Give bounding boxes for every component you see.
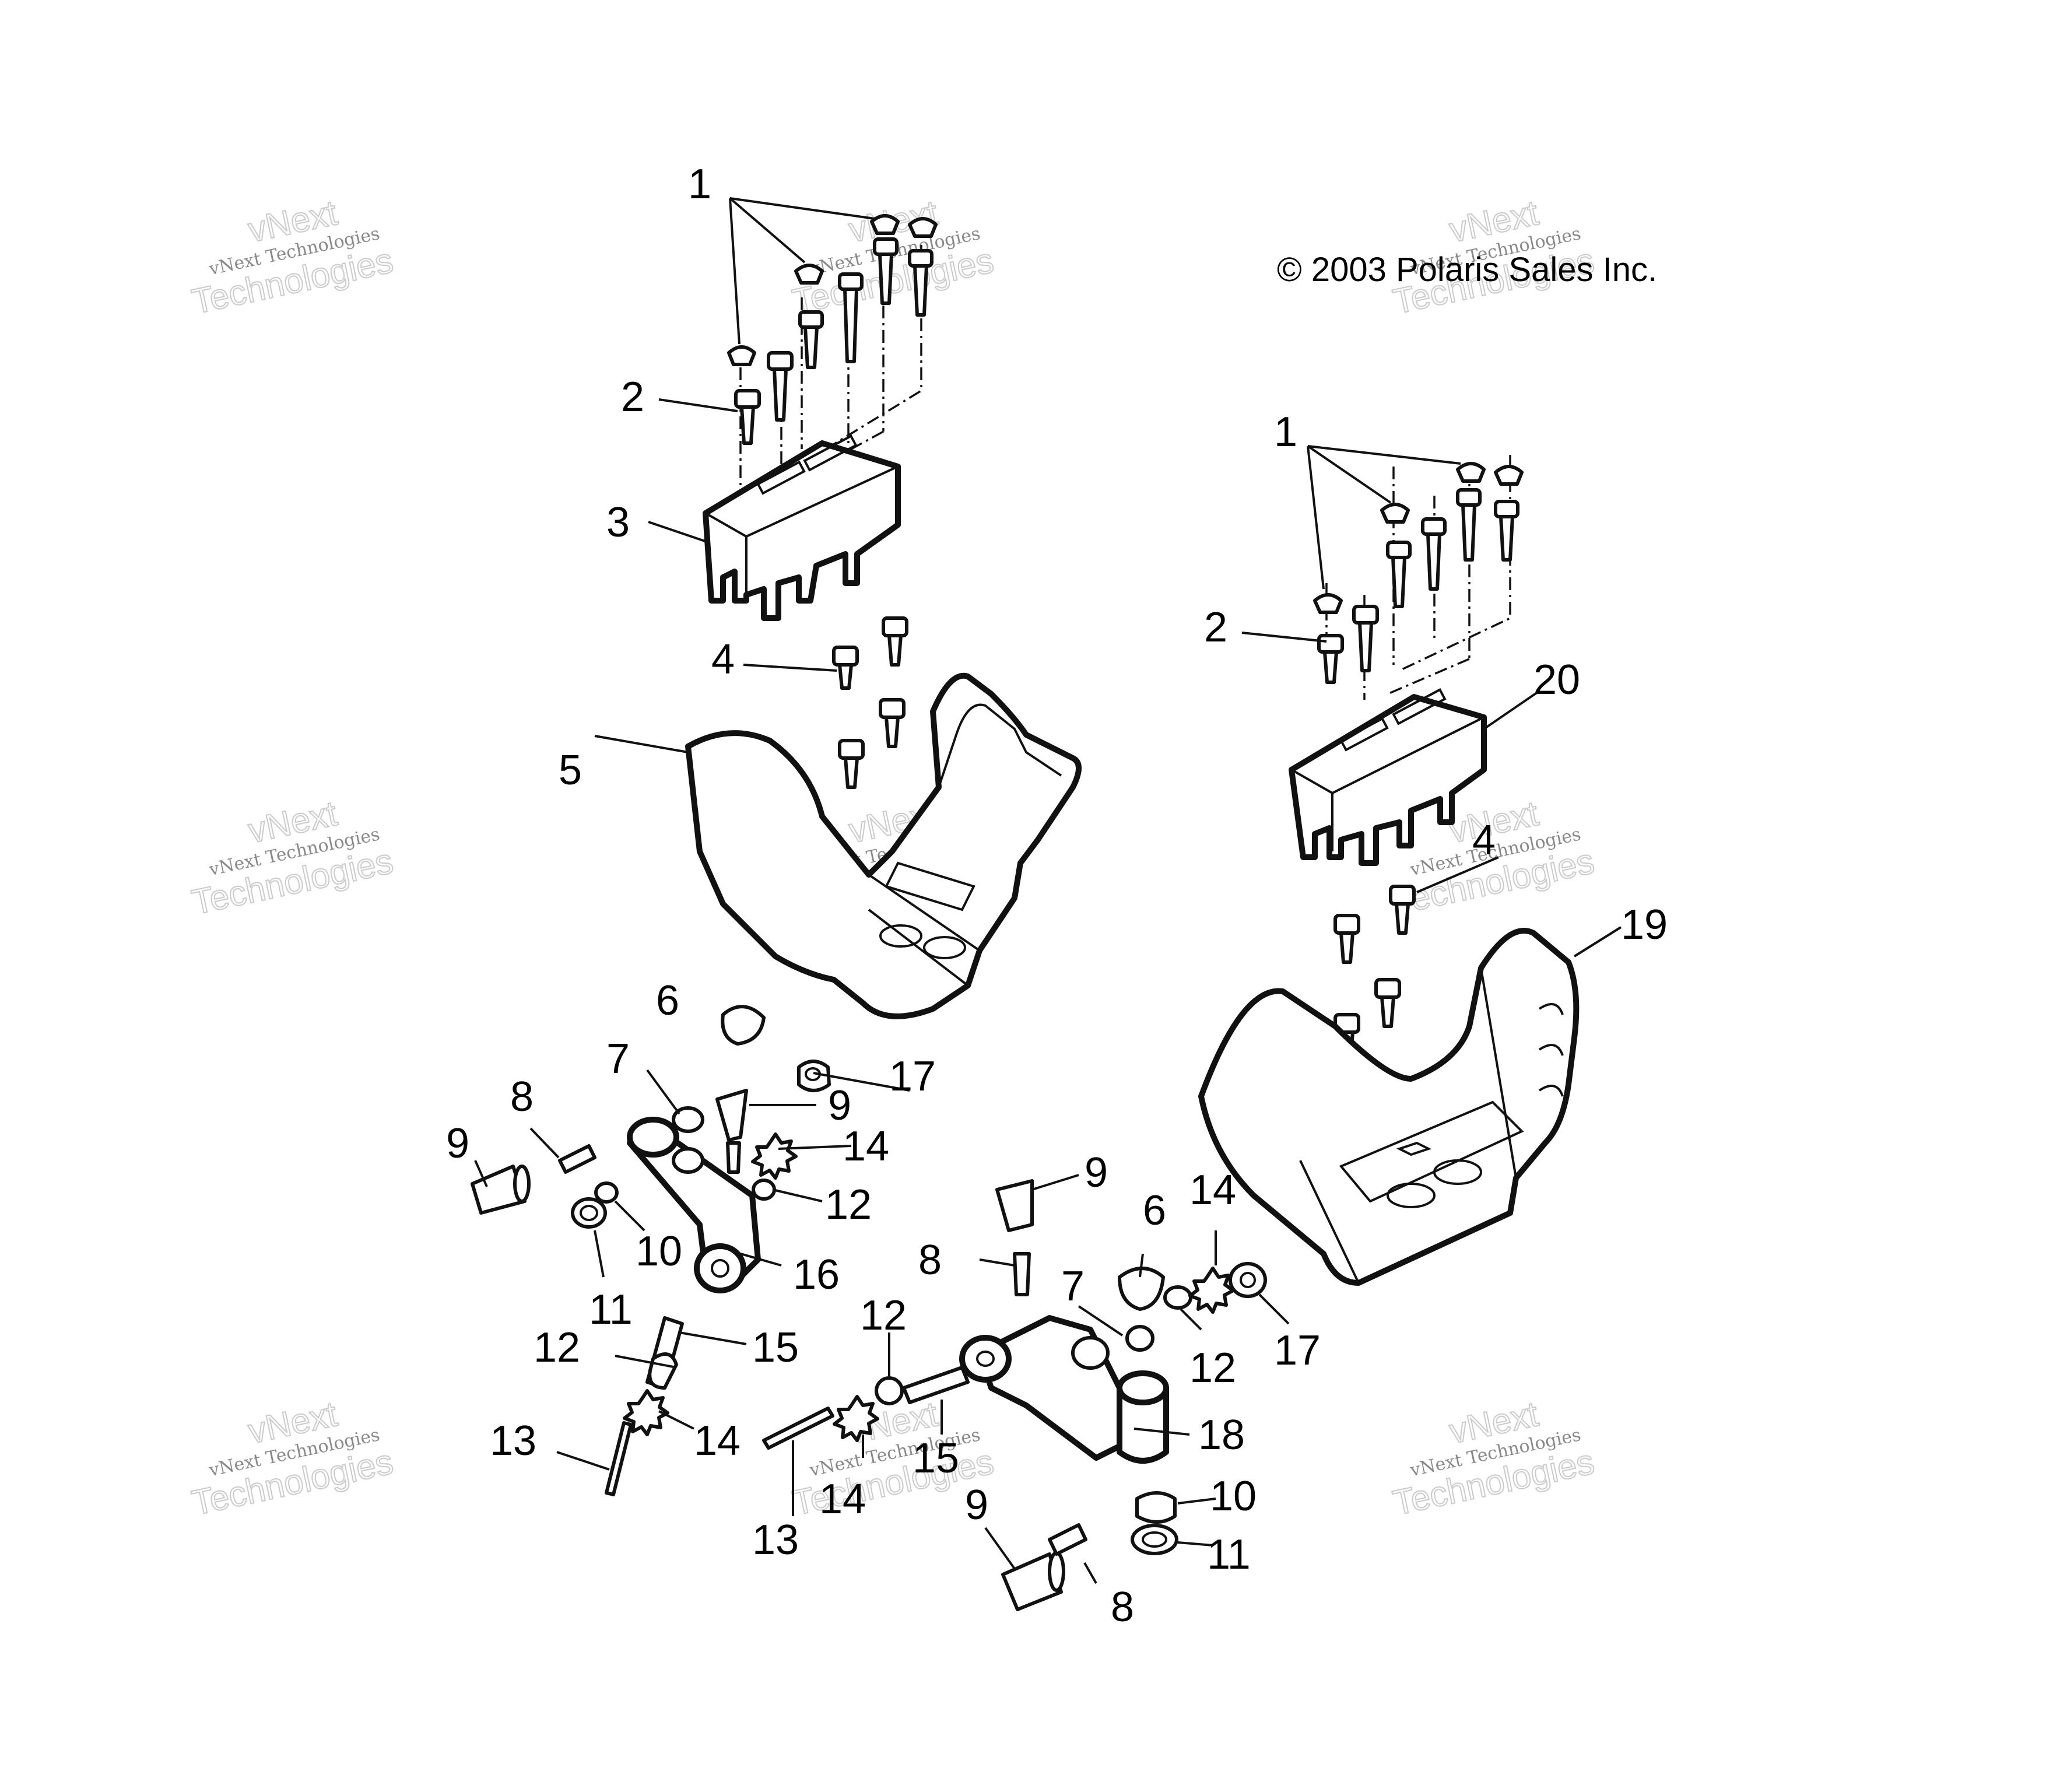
callout-9: 9	[965, 1482, 988, 1528]
callout-11: 11	[589, 1286, 633, 1333]
callout-6: 6	[656, 977, 679, 1024]
callout-17: 17	[1274, 1327, 1321, 1374]
callout-8: 8	[1111, 1584, 1134, 1630]
pivot-parts-left	[471, 1089, 798, 1496]
footrest-bracket-right	[1289, 688, 1487, 866]
callout-8: 8	[918, 1237, 942, 1283]
callout-10: 10	[1210, 1473, 1257, 1520]
callout-1: 1	[1274, 409, 1297, 455]
callout-4: 4	[711, 636, 735, 683]
footrest-left	[685, 672, 1082, 1019]
bolt-group-right	[1333, 885, 1416, 1063]
callout-9: 9	[446, 1120, 469, 1167]
plastic-rivet-cap	[1313, 462, 1524, 614]
callout-4: 4	[1472, 817, 1496, 864]
callout-9: 9	[1085, 1149, 1108, 1196]
callout-labels: 1 2 3 4 5 6 17 7 9 8 9 14 12 10 11 16 15…	[446, 161, 1668, 1630]
callout-9: 9	[828, 1082, 851, 1129]
callout-3: 3	[606, 499, 630, 546]
callout-14: 14	[819, 1476, 866, 1523]
callout-12: 12	[825, 1181, 872, 1228]
cap-and-nut-left	[721, 1005, 831, 1092]
screw	[1317, 488, 1519, 684]
right-bracket-fastener-group	[1307, 445, 1524, 700]
callout-16: 16	[793, 1251, 840, 1298]
callout-7: 7	[1061, 1263, 1085, 1310]
footrest-right	[1198, 928, 1580, 1286]
callout-12: 12	[534, 1324, 580, 1371]
plastic-rivet-cap	[727, 214, 938, 366]
callout-5: 5	[559, 747, 582, 794]
leader-lines	[474, 398, 1622, 1584]
callout-12: 12	[1189, 1345, 1236, 1391]
callout-8: 8	[510, 1074, 534, 1120]
callout-11: 11	[1207, 1531, 1251, 1578]
callout-7: 7	[606, 1036, 630, 1082]
callout-10: 10	[636, 1228, 682, 1275]
callout-12: 12	[860, 1292, 907, 1339]
bolt-group-left	[832, 616, 908, 789]
callout-13: 13	[752, 1517, 799, 1563]
callout-19: 19	[1621, 902, 1668, 948]
callout-2: 2	[1204, 604, 1227, 651]
footrest-bracket-left	[703, 434, 901, 621]
callout-6: 6	[1143, 1187, 1166, 1234]
callout-2: 2	[621, 374, 644, 420]
left-bracket-fastener-group	[727, 197, 938, 513]
callout-18: 18	[1198, 1412, 1245, 1458]
copyright-notice: © 2003 Polaris Sales Inc.	[1277, 251, 1657, 289]
pivot-parts-right	[762, 1179, 1267, 1611]
pedal-arm-right	[959, 1315, 1169, 1464]
callout-1: 1	[688, 161, 711, 208]
pedal-arm-left	[627, 1117, 761, 1293]
callout-20: 20	[1533, 657, 1580, 703]
callout-14: 14	[1189, 1167, 1236, 1214]
callout-15: 15	[913, 1435, 959, 1482]
screw	[734, 237, 934, 445]
callout-14: 14	[843, 1123, 889, 1170]
callout-17: 17	[889, 1053, 936, 1100]
callout-15: 15	[752, 1324, 799, 1371]
callout-14: 14	[694, 1418, 741, 1464]
callout-13: 13	[490, 1418, 536, 1464]
